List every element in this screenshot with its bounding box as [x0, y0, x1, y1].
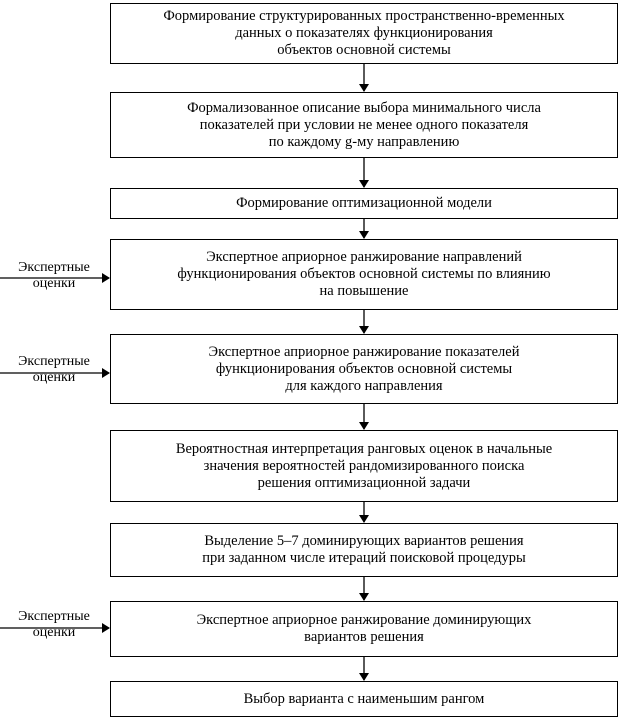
step-8-box: Экспертное априорное ранжирование домини… — [110, 601, 618, 657]
step-7-box: Выделение 5–7 доминирующих вариантов реш… — [110, 523, 618, 577]
step-1-text: Формирование структурированных пространс… — [163, 8, 565, 58]
step-5-box: Экспертное априорное ранжирование показа… — [110, 334, 618, 404]
step-6-text: Вероятностная интерпретация ранговых оце… — [175, 440, 553, 491]
side-input-label-3: Экспертные оценки — [18, 609, 90, 640]
side-input-label-1: Экспертные оценки — [18, 260, 90, 291]
side-input-label-2: Экспертные оценки — [18, 354, 90, 385]
step-3-text: Формирование оптимизационной модели — [236, 195, 492, 211]
step-4-box: Экспертное априорное ранжирование направ… — [110, 239, 618, 310]
step-9-box: Выбор варианта с наименьшим рангом — [110, 681, 618, 717]
step-7-text: Выделение 5–7 доминирующих вариантов реш… — [202, 533, 526, 566]
step-3-box: Формирование оптимизационной модели — [110, 188, 618, 219]
step-4-text: Экспертное априорное ранжирование направ… — [177, 249, 551, 299]
step-6-box: Вероятностная интерпретация ранговых оце… — [110, 430, 618, 502]
step-2-box: Формализованное описание выбора минималь… — [110, 92, 618, 158]
step-5-text: Экспертное априорное ранжирование показа… — [208, 343, 520, 394]
step-1-box: Формирование структурированных пространс… — [110, 3, 618, 64]
step-2-text: Формализованное описание выбора минималь… — [187, 99, 541, 150]
step-8-text: Экспертное априорное ранжирование домини… — [196, 612, 532, 645]
step-9-text: Выбор варианта с наименьшим рангом — [243, 690, 485, 707]
